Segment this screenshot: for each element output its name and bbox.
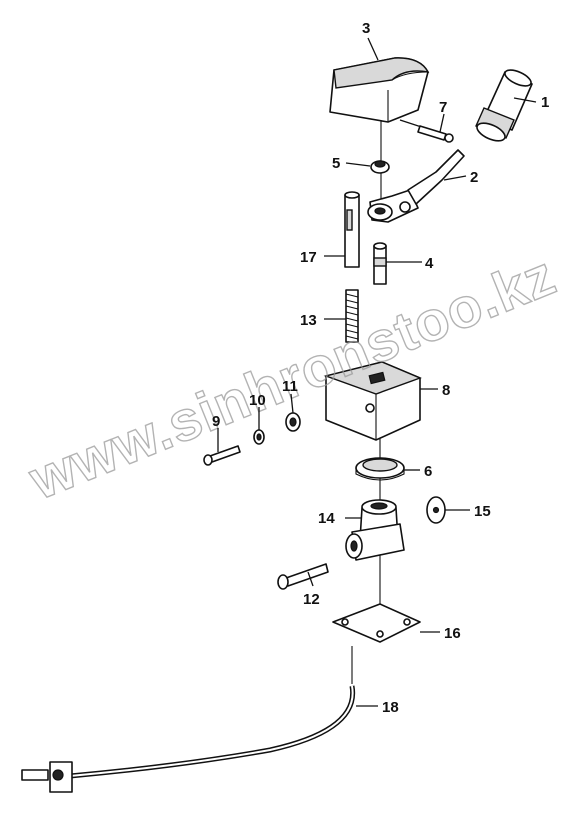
callout-17: 17: [300, 249, 317, 266]
callout-10: 10: [249, 392, 266, 409]
part-5-nut: [370, 160, 390, 174]
part-8-housing: [323, 361, 422, 441]
callout-16: 16: [444, 625, 461, 642]
part-11-washer: [285, 412, 301, 432]
part-7-screw: [399, 119, 454, 143]
callout-labels: 3 1 7 2 5 17 4 13 8 11 10 9 6 14 15 12 1…: [212, 20, 549, 716]
part-6-ring-nut: [355, 457, 405, 481]
callout-7: 7: [439, 99, 447, 116]
part-2-lever: [367, 149, 465, 223]
callout-4: 4: [425, 255, 434, 272]
callout-8: 8: [442, 382, 450, 399]
callout-12: 12: [303, 591, 320, 608]
callout-9: 9: [212, 413, 220, 430]
part-17-shaft: [344, 191, 360, 268]
callout-14: 14: [318, 510, 335, 527]
callout-2: 2: [470, 169, 478, 186]
part-16-gasket: [332, 603, 421, 643]
part-18-cable: [21, 646, 356, 793]
part-9-bolt: [203, 445, 241, 466]
part-1-knob: [475, 69, 533, 142]
part-14-valve-body: [345, 499, 405, 561]
part-15-disc: [426, 496, 446, 524]
callout-1: 1: [541, 94, 549, 111]
part-4-pin: [373, 242, 387, 285]
callout-11: 11: [282, 378, 298, 395]
callout-6: 6: [424, 463, 432, 480]
callout-5: 5: [332, 155, 340, 172]
callout-18: 18: [382, 699, 399, 716]
callout-15: 15: [474, 503, 491, 520]
callout-13: 13: [300, 312, 317, 329]
part-12-long-bolt: [277, 563, 329, 590]
callout-3: 3: [362, 20, 370, 37]
leader-lines: [217, 37, 537, 707]
part-13-threaded-rod: [345, 289, 359, 343]
part-3-cover: [329, 57, 430, 123]
part-10-washer: [253, 429, 265, 445]
